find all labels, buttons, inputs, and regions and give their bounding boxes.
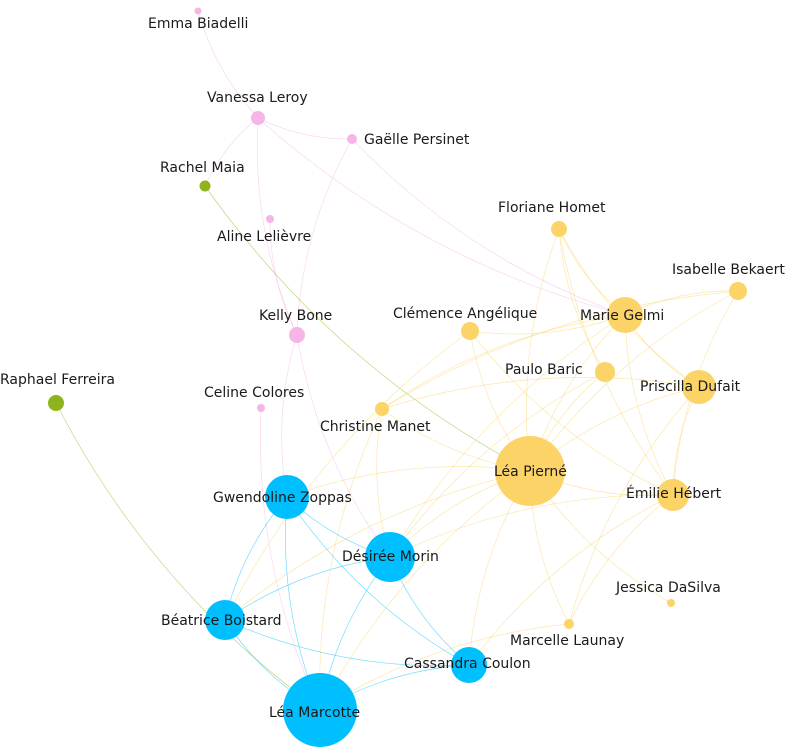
edge-kelly-bone-desiree-morin [296,334,391,558]
node-emma-biadelli[interactable] [194,7,202,15]
node-label-emilie-hebert: Émilie Hébert [626,485,722,502]
node-gaelle-persinet[interactable] [347,134,357,144]
edge-raphael-ferreira-lea-marcotte [55,402,321,711]
edge-vanessa-leroy-kelly-bone [256,117,298,336]
node-gwendoline-zoppas[interactable] [265,475,309,519]
node-label-beatrice-boistard: Béatrice Boistard [161,613,282,629]
edge-vanessa-leroy-marie-gelmi [257,117,626,316]
node-emilie-hebert[interactable] [657,479,689,511]
node-beatrice-boistard[interactable] [205,600,245,640]
node-label-cassandra-coulon: Cassandra Coulon [404,656,531,672]
edge-paulo-baric-desiree-morin [389,371,606,558]
node-label-emma-biadelli: Emma Biadelli [148,16,248,32]
node-label-isabelle-bekaert: Isabelle Bekaert [672,262,785,278]
node-lea-pierne[interactable] [495,436,565,506]
node-label-priscilla-dufait: Priscilla Dufait [640,379,741,395]
node-celine-colores[interactable] [257,404,265,412]
node-cassandra-coulon[interactable] [451,647,487,683]
node-label-marcelle-launay: Marcelle Launay [510,633,624,649]
node-marie-gelmi[interactable] [607,297,643,333]
node-clemence-angelique[interactable] [461,322,479,340]
edge-emilie-hebert-cassandra-coulon [468,494,674,666]
node-label-lea-pierne: Léa Pierné [494,464,567,480]
node-label-vanessa-leroy: Vanessa Leroy [207,90,308,106]
edge-marie-gelmi-christine-manet [381,314,626,410]
node-label-gaelle-persinet: Gaëlle Persinet [364,132,470,148]
edge-christine-manet-lea-marcotte [319,408,383,711]
node-lea-marcotte[interactable] [283,673,357,747]
edge-desiree-morin-beatrice-boistard [224,556,391,621]
node-label-rachel-maia: Rachel Maia [160,160,245,176]
node-floriane-homet[interactable] [551,221,567,237]
node-label-clemence-angelique: Clémence Angélique [393,306,537,322]
edge-gwendoline-zoppas-cassandra-coulon [286,496,470,666]
node-label-jessica-dasilva: Jessica DaSilva [615,580,721,596]
edge-kelly-bone-gwendoline-zoppas [281,334,298,498]
node-paulo-baric[interactable] [595,362,615,382]
node-label-christine-manet: Christine Manet [320,419,431,435]
edge-clemence-angelique-beatrice-boistard [224,330,471,621]
node-label-aline-lelievre: Aline Lelièvre [217,229,311,245]
node-label-celine-colores: Celine Colores [204,385,304,401]
node-vanessa-leroy[interactable] [251,111,265,125]
edge-aline-lelievre-kelly-bone [269,218,298,336]
edge-priscilla-dufait-christine-manet [381,377,700,410]
edge-floriane-homet-paulo-baric [558,228,606,373]
node-label-paulo-baric: Paulo Baric [505,362,583,378]
node-marcelle-launay[interactable] [564,619,574,629]
edge-priscilla-dufait-marcelle-launay [568,386,700,625]
node-aline-lelievre[interactable] [266,215,274,223]
node-jessica-dasilva[interactable] [667,599,675,607]
edge-celine-colores-lea-marcotte [260,407,321,711]
node-label-floriane-homet: Floriane Homet [498,200,606,216]
edge-layer [55,10,739,711]
node-raphael-ferreira[interactable] [48,395,64,411]
node-label-lea-marcotte: Léa Marcotte [269,705,360,721]
node-label-kelly-bone: Kelly Bone [259,308,332,324]
node-label-raphael-ferreira: Raphael Ferreira [0,372,115,388]
edge-rachel-maia-lea-pierne [204,185,531,472]
edge-beatrice-boistard-cassandra-coulon [224,619,470,667]
node-isabelle-bekaert[interactable] [729,282,747,300]
edge-vanessa-leroy-rachel-maia [204,117,259,187]
node-label-desiree-morin: Désirée Morin [342,549,439,565]
edge-isabelle-bekaert-lea-pierne [529,290,739,472]
node-layer [48,7,747,747]
edge-gaelle-persinet-kelly-bone [296,138,353,336]
node-label-marie-gelmi: Marie Gelmi [580,308,664,324]
edge-emilie-hebert-marcelle-launay [568,494,674,625]
edge-gaelle-persinet-marie-gelmi [351,138,626,316]
edge-emma-biadelli-vanessa-leroy [197,10,259,119]
edge-marie-gelmi-emilie-hebert [624,314,674,496]
edge-clemence-angelique-emilie-hebert [469,330,674,496]
node-kelly-bone[interactable] [289,327,305,343]
edge-vanessa-leroy-gaelle-persinet [257,117,353,140]
node-rachel-maia[interactable] [199,180,211,192]
edge-clemence-angelique-marie-gelmi [469,314,626,335]
edge-marie-gelmi-desiree-morin [389,314,626,558]
edge-floriane-homet-lea-pierne [526,228,560,472]
node-priscilla-dufait[interactable] [682,370,716,404]
edge-isabelle-bekaert-christine-manet [381,290,739,410]
edge-lea-pierne-beatrice-boistard [224,470,531,621]
edge-lea-pierne-lea-marcotte [319,470,531,711]
node-desiree-morin[interactable] [365,532,415,582]
node-christine-manet[interactable] [375,402,389,416]
edge-emilie-hebert-desiree-morin [389,494,674,558]
node-label-gwendoline-zoppas: Gwendoline Zoppas [213,490,352,506]
